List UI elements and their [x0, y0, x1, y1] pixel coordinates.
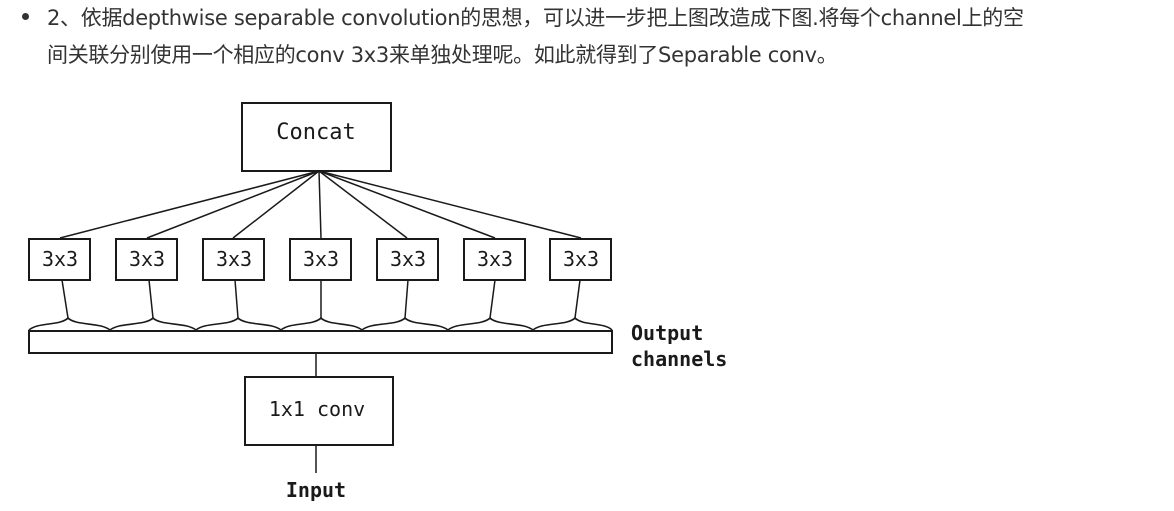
- conv1x1-box: [244, 376, 394, 446]
- conv3x3-label: 3x3: [129, 247, 165, 271]
- output-channels-bar: [28, 330, 613, 354]
- conv3x3-label: 3x3: [563, 247, 599, 271]
- fan-line: [318, 170, 322, 239]
- conv3x3-label: 3x3: [390, 247, 426, 271]
- conv1x1-label: 1x1 conv: [269, 397, 365, 421]
- fan-line: [318, 170, 408, 239]
- fan-line: [318, 170, 496, 239]
- output-channels-label-line2: channels: [631, 347, 727, 371]
- concat-fan-lines: [59, 170, 582, 239]
- channel-groups-brace: [28, 316, 613, 332]
- conv3x3-box: [202, 238, 265, 281]
- conv3x3-box: [115, 238, 178, 281]
- fan-line: [318, 170, 582, 239]
- fan-line: [146, 170, 320, 239]
- conv3x3-connectors: [61, 279, 581, 319]
- output-channels-label-line1: Output: [631, 321, 703, 345]
- paragraph-line-2: 间关联分别使用一个相应的conv 3x3来单独处理呢。如此就得到了Separab…: [47, 43, 838, 67]
- paragraph-line-1: 2、依据depthwise separable convolution的思想，可…: [47, 6, 1024, 30]
- conv3x3-label: 3x3: [216, 247, 252, 271]
- conv3x3-box: [376, 238, 439, 281]
- conv3x3-box: [289, 238, 352, 281]
- conv3x3-label: 3x3: [477, 247, 513, 271]
- paragraph-text: 2、依据depthwise separable convolution的思想，可…: [47, 0, 1162, 74]
- input-label: Input: [286, 478, 346, 502]
- fan-line: [59, 170, 320, 239]
- bullet-marker: [22, 13, 29, 20]
- conv3x3-label: 3x3: [42, 247, 78, 271]
- fan-line: [232, 170, 320, 239]
- conv3x3-box: [549, 238, 612, 281]
- concat-box: [241, 102, 392, 172]
- conv3x3-box: [28, 238, 91, 281]
- conv3x3-row: 3x3 3x3 3x3 3x3 3x3 3x3 3x3: [28, 238, 612, 281]
- conv3x3-label: 3x3: [303, 247, 339, 271]
- concat-label: Concat: [276, 120, 355, 145]
